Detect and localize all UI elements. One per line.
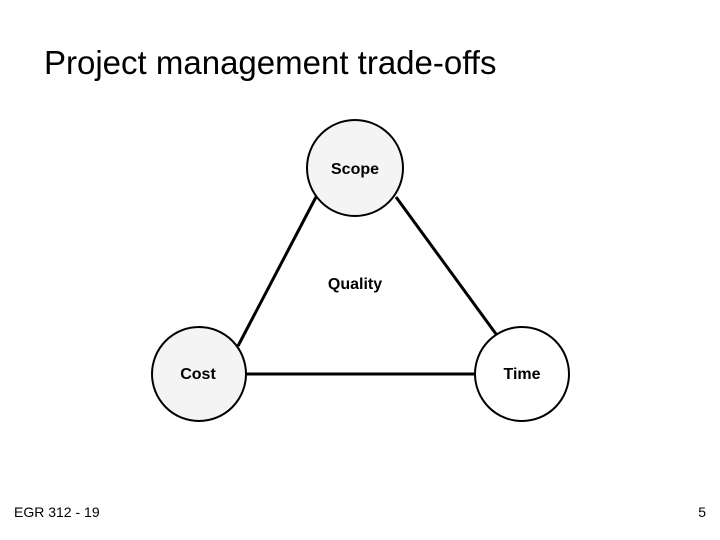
node-time-circle (474, 326, 570, 422)
edge-scope-time (394, 196, 498, 335)
page-number: 5 (698, 504, 706, 520)
node-scope-label: Scope (330, 161, 380, 178)
edge-scope-cost (236, 196, 318, 347)
node-time-label: Time (503, 366, 541, 383)
node-cost-label: Cost (180, 366, 216, 383)
node-scope-circle (306, 119, 404, 217)
footer-course-label: EGR 312 - 19 (14, 504, 100, 520)
slide-title: Project management trade-offs (44, 44, 497, 81)
center-quality-label: Quality (327, 276, 383, 293)
node-cost-circle (151, 326, 247, 422)
